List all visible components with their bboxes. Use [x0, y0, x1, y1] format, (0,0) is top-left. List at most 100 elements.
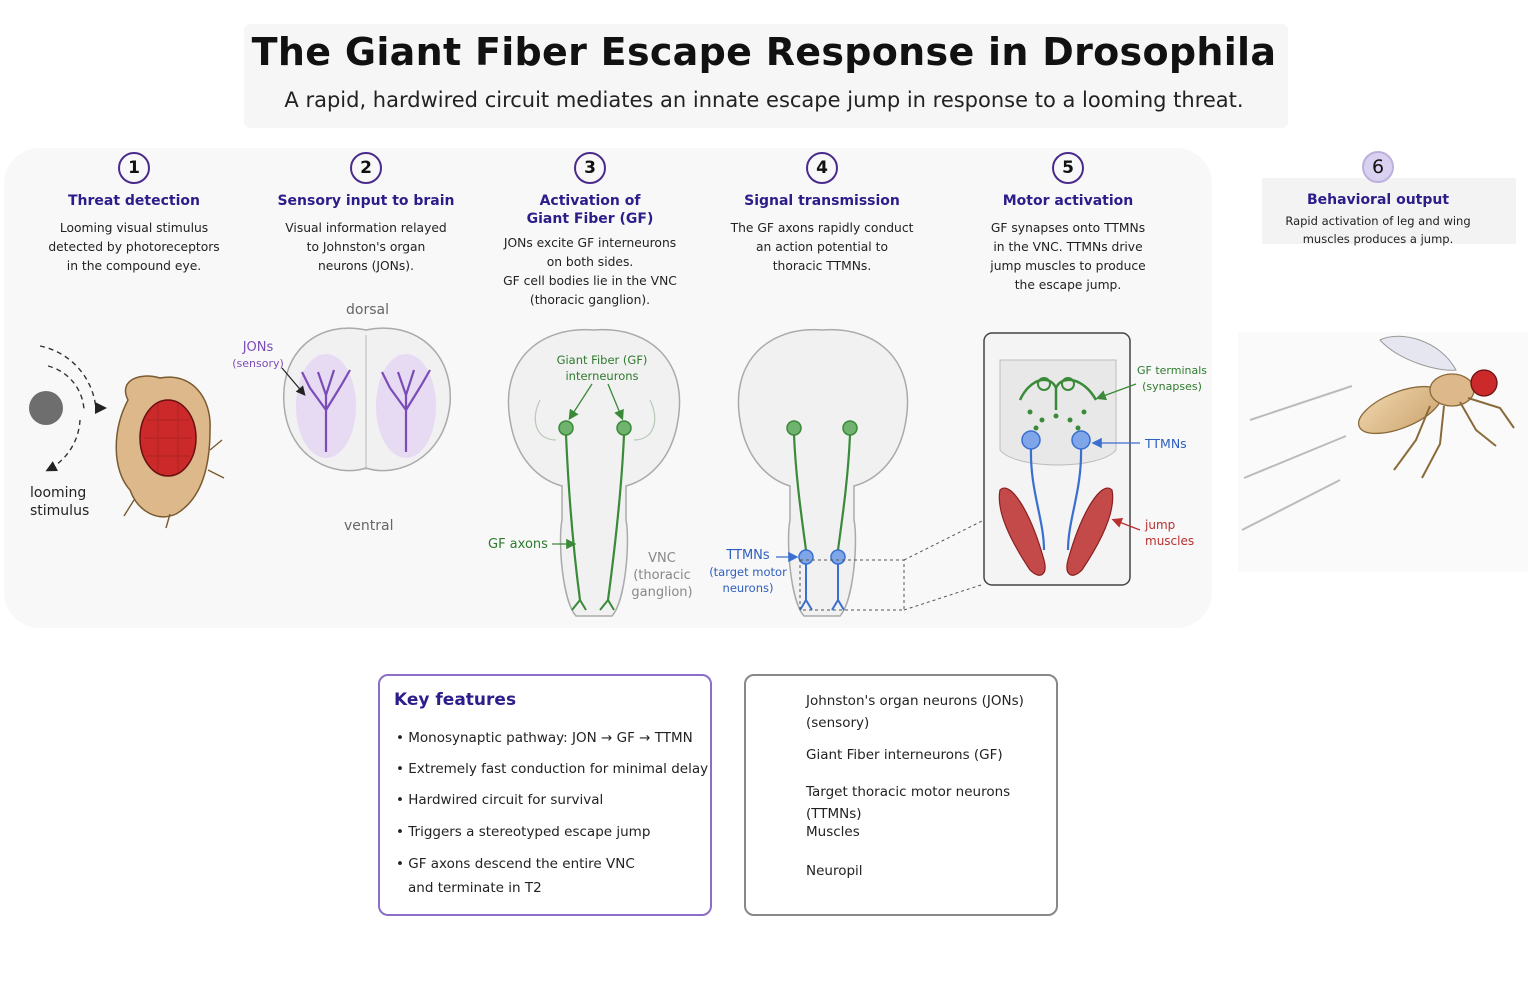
fly-head-icon: [115, 375, 225, 529]
legend-item-neuropil: Neuropil: [806, 863, 863, 879]
step-description: Visual information relayed to Johnston's…: [266, 219, 466, 276]
step-6: 6 Behavioral output Rapid activation of …: [1266, 151, 1490, 248]
step-description: Rapid activation of leg and wing muscles…: [1266, 212, 1490, 248]
step-1: 1 Threat detection Looming visual stimul…: [36, 152, 232, 276]
step-2: 2 Sensory input to brain Visual informat…: [266, 152, 466, 276]
step-description: The GF axons rapidly conduct an action p…: [722, 219, 922, 276]
step-title: Sensory input to brain: [277, 193, 455, 209]
step-description: GF synapses onto TTMNs in the VNC. TTMNs…: [968, 219, 1168, 295]
desc-line: Visual information relayed: [285, 221, 447, 235]
desc-line: Looming visual stimulus: [59, 221, 209, 235]
step-title: Behavioral output: [1306, 192, 1450, 208]
label-line: muscles: [1145, 534, 1195, 548]
desc-line: (thoracic ganglion).: [529, 293, 651, 307]
step-description: JONs excite GF interneurons on both side…: [490, 234, 690, 310]
signal-transmission-diagram: [737, 328, 985, 617]
label-line: (thoracic: [633, 568, 691, 583]
label-line: VNC: [648, 551, 676, 566]
legend-label: (sensory): [806, 715, 870, 731]
gf-interneurons-label: Giant Fiber (GF) interneurons: [550, 352, 654, 384]
page-subtitle: A rapid, hardwired circuit mediates an i…: [284, 88, 1244, 112]
jump-muscles-label: jump muscles: [1145, 517, 1194, 549]
motor-activation-zoom: [983, 332, 1141, 586]
label-line: JONs: [242, 340, 274, 355]
step-4: 4 Signal transmission The GF axons rapid…: [722, 152, 922, 276]
legend-item-gf: Giant Fiber interneurons (GF): [806, 747, 1003, 763]
key-feature-item-continued: and terminate in T2: [408, 880, 542, 896]
ventral-label: ventral: [344, 518, 394, 534]
step-title: Threat detection: [67, 193, 200, 209]
legend-label: Johnston's organ neurons (JONs): [806, 693, 1024, 709]
desc-line: JONs excite GF interneurons: [503, 236, 677, 250]
desc-line: Rapid activation of leg and wing: [1285, 214, 1471, 228]
step-title: Activation of Giant Fiber (GF): [490, 192, 690, 228]
label-line: interneurons: [565, 369, 639, 383]
key-feature-item: • Hardwired circuit for survival: [396, 792, 604, 808]
legend-box: Johnston's organ neurons (JONs) (sensory…: [744, 674, 1058, 916]
label-line: Giant Fiber (GF): [556, 353, 648, 367]
key-feature-item: • Extremely fast conduction for minimal …: [396, 761, 709, 777]
label-line: jump: [1145, 518, 1176, 532]
key-feature-item: • Monosynaptic pathway: JON → GF → TTMN: [396, 730, 693, 746]
step-number-badge: 5: [1052, 152, 1084, 184]
label-line: neurons): [722, 581, 774, 595]
dorsal-label: dorsal: [346, 302, 389, 318]
legend-item-jons: Johnston's organ neurons (JONs) (sensory…: [806, 690, 1024, 734]
brain-jons-diagram: [281, 327, 451, 472]
step-title: Motor activation: [1002, 193, 1134, 209]
looming-stimulus-label: looming stimulus: [30, 484, 90, 520]
step-number-badge: 4: [806, 152, 838, 184]
desc-line: to Johnston's organ: [306, 240, 426, 254]
desc-line: neurons (JONs).: [318, 259, 414, 273]
desc-line: in the compound eye.: [66, 259, 202, 273]
jumping-fly-icon: [1238, 332, 1528, 572]
step-number-badge: 1: [118, 152, 150, 184]
label-line: TTMNs: [726, 548, 770, 563]
desc-line: thoracic TTMNs.: [772, 259, 872, 273]
vnc-label: VNC (thoracic ganglion): [630, 550, 694, 601]
label-line: (target motor: [709, 565, 787, 579]
key-feature-item: • GF axons descend the entire VNC: [396, 856, 635, 872]
label-line: (synapses): [1142, 380, 1202, 393]
desc-line: an action potential to: [756, 240, 888, 254]
label-line: ganglion): [631, 585, 693, 600]
desc-line: on both sides.: [546, 255, 634, 269]
step-3: 3 Activation of Giant Fiber (GF) JONs ex…: [490, 152, 690, 310]
key-features-box: Key features • Monosynaptic pathway: JON…: [378, 674, 712, 916]
step6-background: [1262, 178, 1516, 244]
label-line: looming: [30, 485, 87, 501]
label-line: (sensory): [232, 357, 284, 370]
step-description: Looming visual stimulus detected by phot…: [36, 219, 232, 276]
step-title: Signal transmission: [744, 193, 900, 209]
ttmns-label: TTMNs (target motor neurons): [708, 548, 788, 596]
step-number-badge: 6: [1362, 151, 1394, 183]
desc-line: the escape jump.: [1014, 278, 1122, 292]
legend-item-muscles: Muscles: [806, 824, 860, 840]
stimulus-disc: [29, 391, 63, 425]
desc-line: detected by photoreceptors: [48, 240, 220, 254]
key-features-title: Key features: [394, 690, 517, 710]
label-line: GF terminals: [1136, 364, 1208, 377]
title-line: Giant Fiber (GF): [526, 211, 654, 227]
looming-stimulus-graphic: [29, 345, 107, 472]
jons-label: JONs (sensory): [230, 340, 286, 372]
title-line: Activation of: [539, 193, 641, 209]
legend-item-ttmns: Target thoracic motor neurons (TTMNs): [806, 784, 1011, 822]
step-number-badge: 2: [350, 152, 382, 184]
step-5: 5 Motor activation GF synapses onto TTMN…: [968, 152, 1168, 295]
step-number-badge: 3: [574, 152, 606, 184]
desc-line: GF synapses onto TTMNs: [990, 221, 1146, 235]
desc-line: GF cell bodies lie in the VNC: [503, 274, 677, 288]
gf-axons-label: GF axons: [488, 537, 548, 552]
gf-activation-diagram: [507, 328, 681, 617]
label-line: stimulus: [30, 503, 90, 519]
desc-line: in the VNC. TTMNs drive: [993, 240, 1143, 254]
gf-terminals-label: GF terminals (synapses): [1136, 363, 1208, 395]
ttmns-zoom-label: TTMNs: [1145, 436, 1187, 451]
desc-line: muscles produces a jump.: [1302, 232, 1454, 246]
header-band: [244, 24, 1288, 128]
desc-line: jump muscles to produce: [990, 259, 1146, 273]
key-feature-item: • Triggers a stereotyped escape jump: [396, 824, 651, 840]
page-title: The Giant Fiber Escape Response in Droso…: [251, 30, 1277, 74]
